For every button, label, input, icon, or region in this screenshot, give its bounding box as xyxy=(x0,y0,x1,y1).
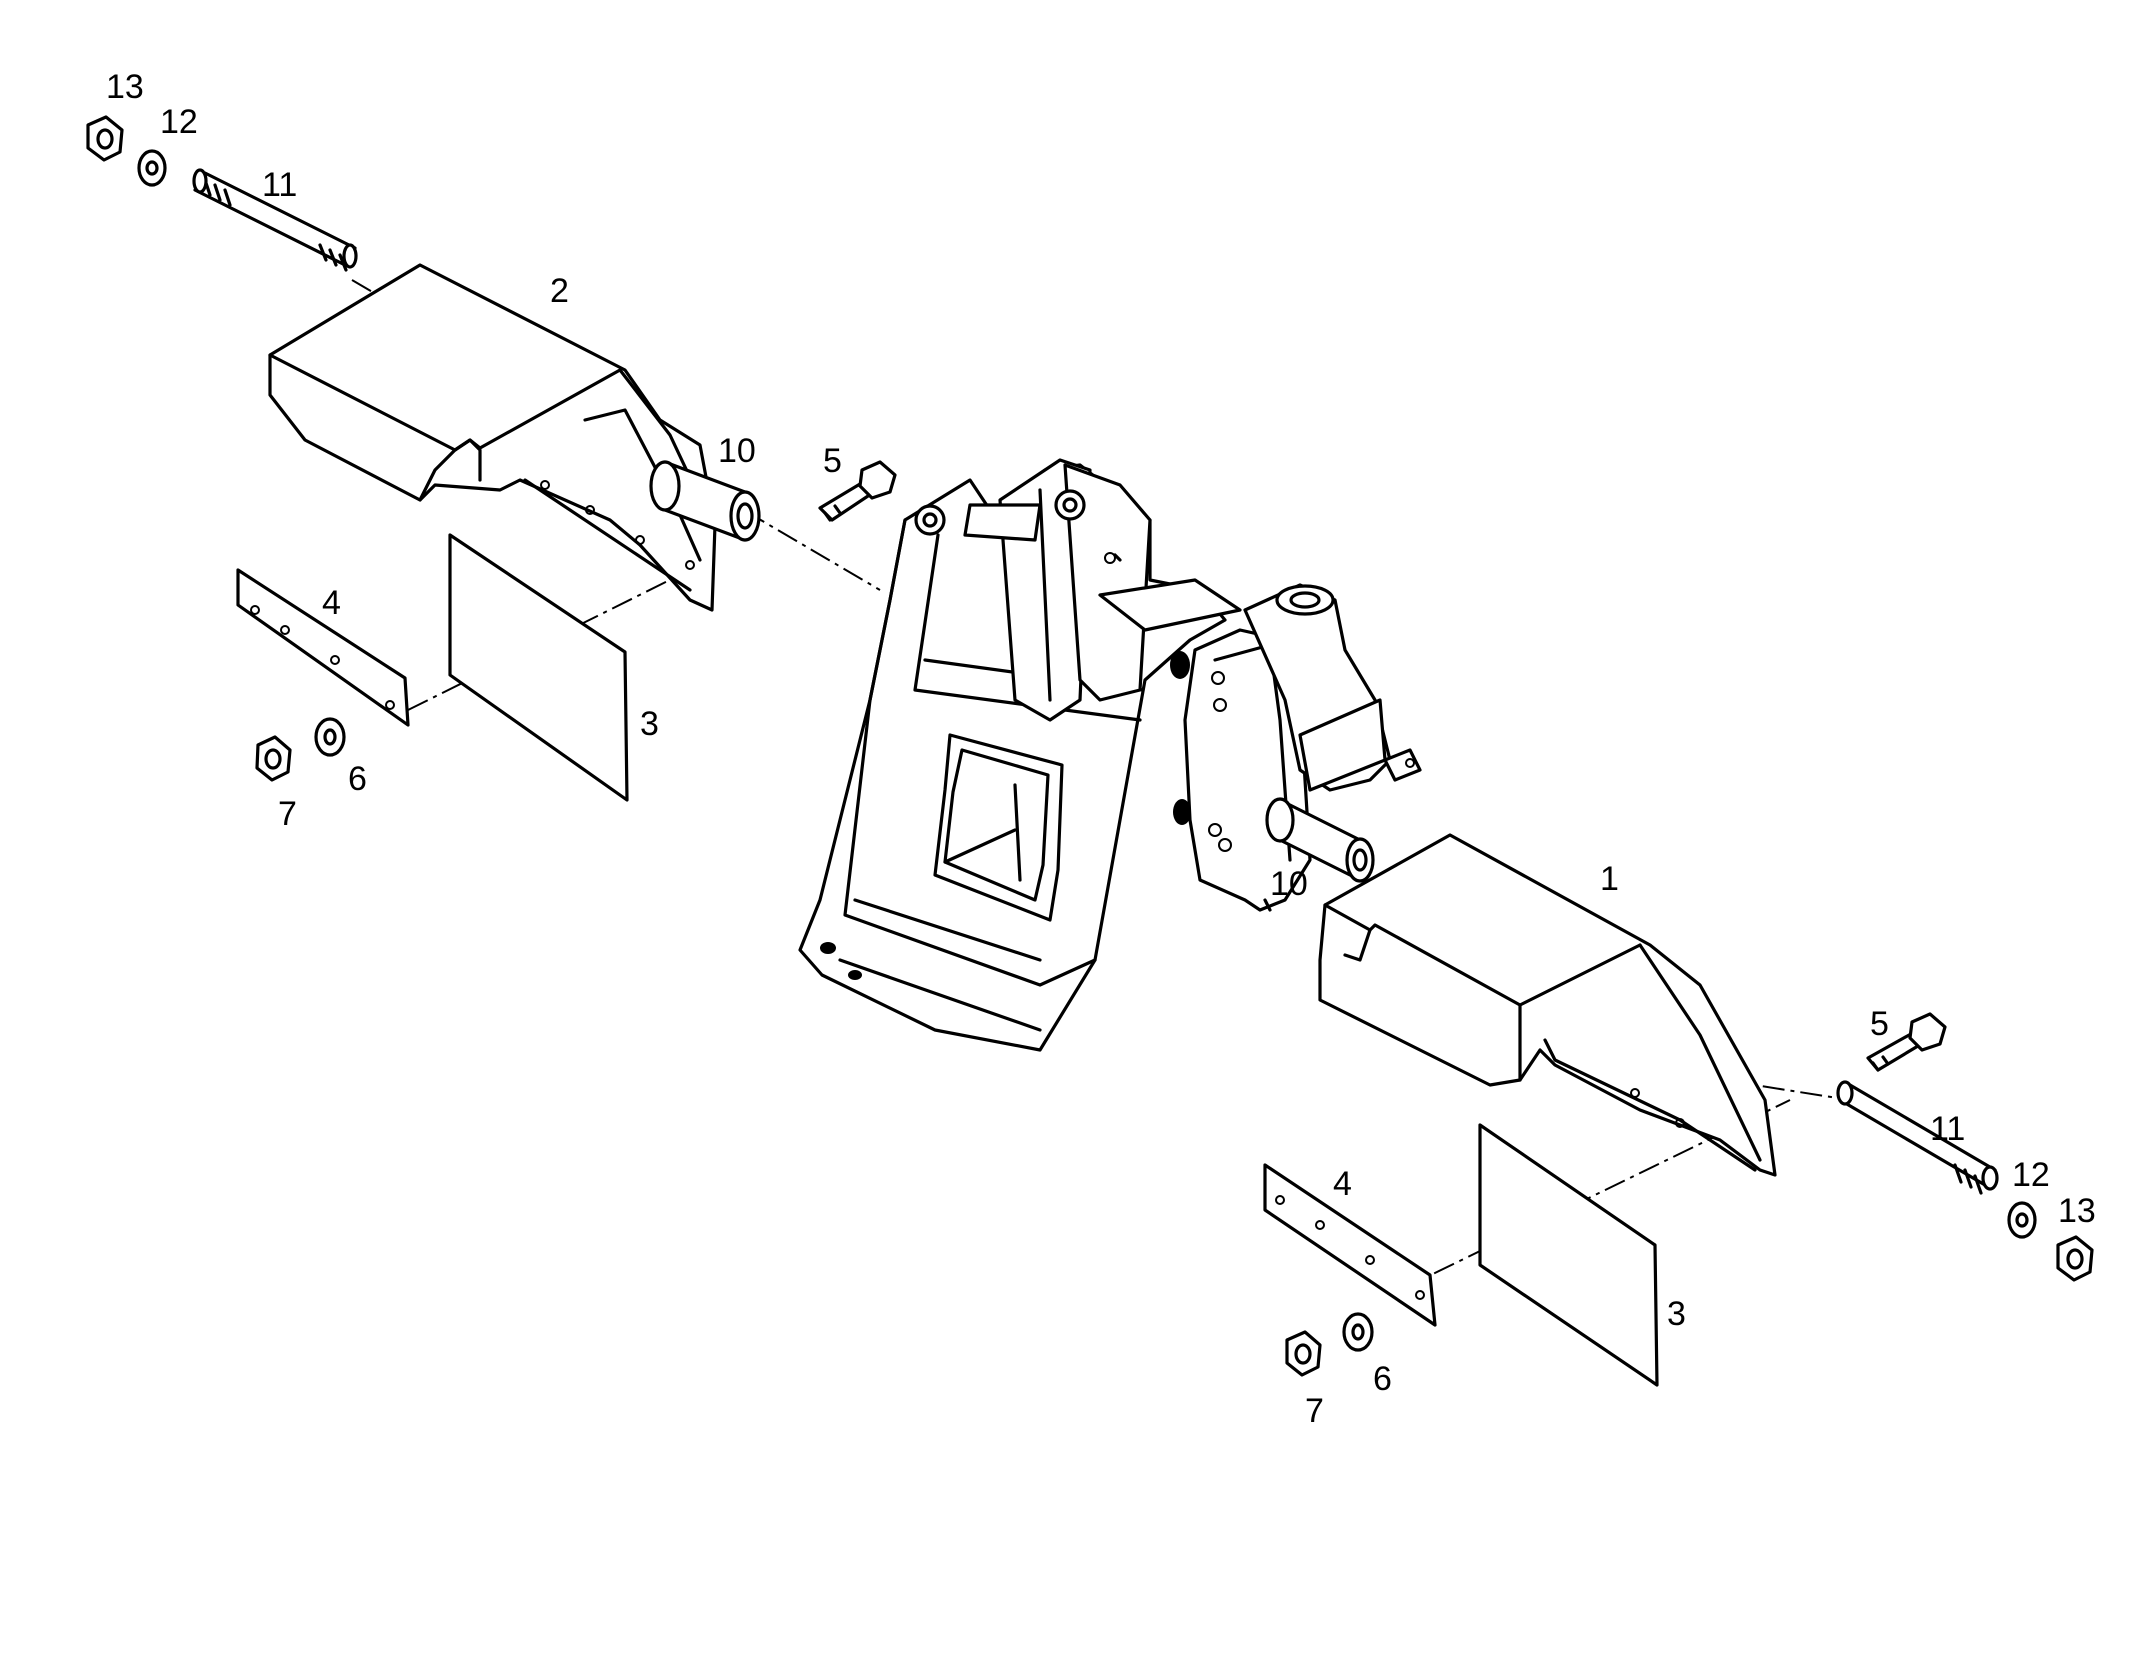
callout-part-12-right: 12 xyxy=(2012,1156,2050,1194)
part-4-strips xyxy=(236,568,1437,1327)
washers xyxy=(137,149,2037,1352)
callout-part-13-right: 13 xyxy=(2058,1192,2096,1230)
callout-part-13-left: 13 xyxy=(106,68,144,106)
callout-labels: 1 2 3 3 4 4 5 5 6 6 7 7 10 10 11 11 12 1… xyxy=(106,68,2096,1430)
callout-part-1: 1 xyxy=(1600,860,1619,898)
callout-part-11-left: 11 xyxy=(262,166,297,204)
callout-part-5-right: 5 xyxy=(1870,1005,1889,1043)
callout-part-4-right: 4 xyxy=(1333,1165,1352,1203)
callout-part-12-left: 12 xyxy=(160,103,198,141)
part-1-cover xyxy=(1318,833,1777,1177)
nuts xyxy=(86,115,2094,1377)
central-frame xyxy=(798,458,1242,1052)
callout-part-10-left: 10 xyxy=(718,432,756,470)
callout-part-7-left: 7 xyxy=(278,795,297,833)
pivot-bracket xyxy=(1183,583,1422,912)
callout-part-11-right: 11 xyxy=(1930,1110,1965,1148)
callout-part-2: 2 xyxy=(550,272,569,310)
callout-part-10-right: 10 xyxy=(1270,865,1308,903)
callout-part-7-right: 7 xyxy=(1305,1392,1324,1430)
part-3-plates xyxy=(448,533,1659,1387)
part-2-cover xyxy=(268,263,717,612)
callout-part-6-left: 6 xyxy=(348,760,367,798)
callout-part-6-right: 6 xyxy=(1373,1360,1392,1398)
callout-part-4-left: 4 xyxy=(322,584,341,622)
part-10-bushings xyxy=(649,460,1375,883)
part-11-rods xyxy=(192,168,1999,1195)
part-5-bolts xyxy=(818,460,1947,1072)
callout-part-3-left: 3 xyxy=(640,705,659,743)
callout-part-5-left: 5 xyxy=(823,442,842,480)
callout-part-3-right: 3 xyxy=(1667,1295,1686,1333)
